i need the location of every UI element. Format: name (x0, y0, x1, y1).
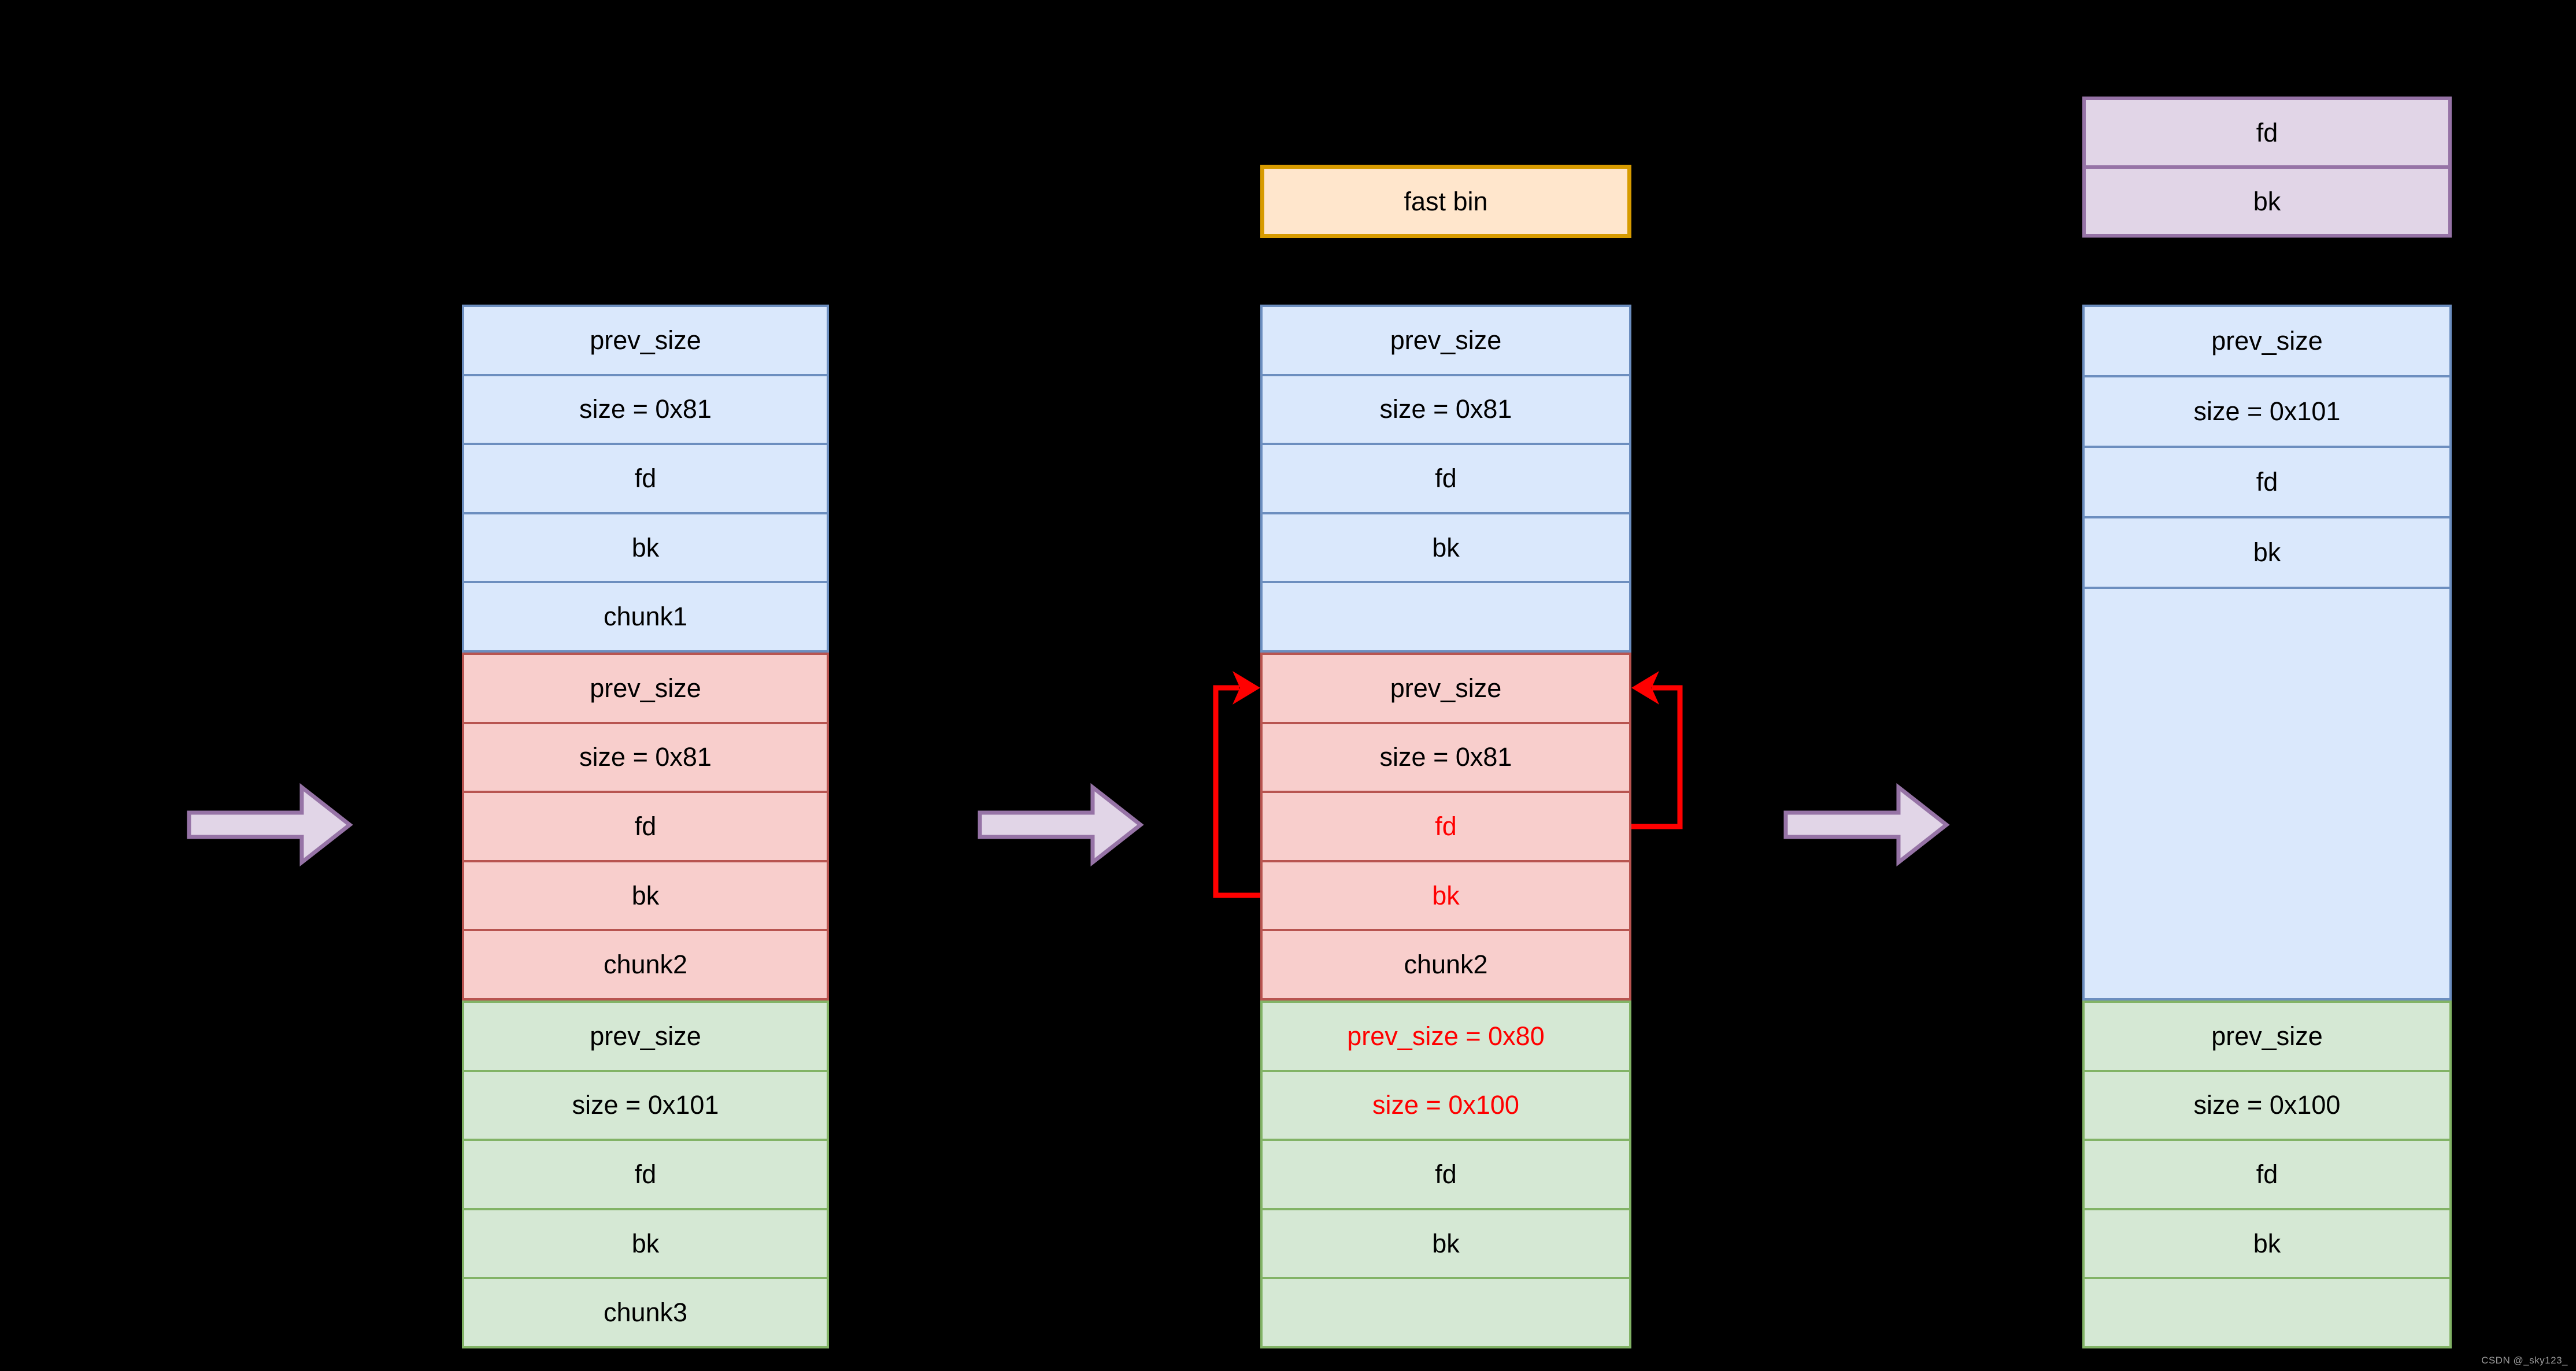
memory-cell: size = 0x81 (462, 721, 829, 794)
memory-cell: prev_size (1260, 653, 1631, 724)
memory-cell: bk (462, 512, 829, 584)
memory-cell: size = 0x81 (1260, 721, 1631, 794)
memory-cell (1260, 581, 1631, 653)
memory-cell (2082, 1277, 2452, 1348)
memory-cell (1260, 1277, 1631, 1348)
memory-cell-data-area (2082, 587, 2452, 1001)
memory-cell: chunk3 (462, 1277, 829, 1348)
fastbin-label: fast bin (1404, 186, 1488, 216)
bk-cell: bk (2082, 165, 2452, 238)
bk-pointer-arrow-icon (1213, 671, 1260, 898)
fd-pointer-arrow-icon (1631, 671, 1683, 829)
fd-cell: fd (2082, 97, 2452, 169)
chunk2-box-freed: prev_size size = 0x81 fd bk chunk2 (1260, 653, 1631, 1001)
heap-column-final: prev_size size = 0x101 fd bk prev_size s… (2082, 305, 2452, 1348)
memory-cell: size = 0x81 (1260, 373, 1631, 446)
memory-cell: chunk2 (1260, 929, 1631, 1001)
chunk1-box: prev_size size = 0x81 fd bk chunk1 (462, 305, 829, 653)
flow-arrow-icon (187, 783, 353, 867)
memory-cell: chunk1 (462, 581, 829, 653)
memory-cell: bk (1260, 512, 1631, 584)
memory-cell-fd-pointer: fd (1260, 791, 1631, 862)
merged-chunk-box: prev_size size = 0x101 fd bk (2082, 305, 2452, 1001)
memory-cell: size = 0x101 (2082, 375, 2452, 448)
memory-cell: chunk2 (462, 929, 829, 1001)
memory-cell: fd (462, 791, 829, 862)
chunk2-box: prev_size size = 0x81 fd bk chunk2 (462, 653, 829, 1001)
memory-cell: fd (462, 1139, 829, 1210)
memory-cell: prev_size (462, 653, 829, 724)
memory-cell: bk (1260, 1207, 1631, 1280)
memory-cell: prev_size (1260, 305, 1631, 376)
memory-cell: fd (2082, 1139, 2452, 1210)
memory-cell: bk (2082, 516, 2452, 589)
chunk3-box-forged: prev_size = 0x80 size = 0x100 fd bk (1260, 1001, 1631, 1348)
memory-cell: bk (2082, 1207, 2452, 1280)
memory-cell: size = 0x81 (462, 373, 829, 446)
memory-cell: size = 0x101 (462, 1069, 829, 1142)
memory-cell: fd (462, 443, 829, 514)
heap-column-initial: prev_size size = 0x81 fd bk chunk1 prev_… (462, 305, 829, 1348)
memory-cell: bk (462, 1207, 829, 1280)
memory-cell: fd (1260, 1139, 1631, 1210)
memory-cell: prev_size (462, 1001, 829, 1072)
memory-cell: prev_size (2082, 1001, 2452, 1072)
memory-cell-bk-pointer: bk (1260, 859, 1631, 932)
fastbin-box: fast bin (1260, 165, 1631, 238)
memory-cell: size = 0x100 (2082, 1069, 2452, 1142)
memory-cell: fd (1260, 443, 1631, 514)
next-chunk-box: prev_size size = 0x100 fd bk (2082, 1001, 2452, 1348)
memory-cell-forged-prev-size: prev_size = 0x80 (1260, 1001, 1631, 1072)
memory-cell-forged-size: size = 0x100 (1260, 1069, 1631, 1142)
freed-chunk-fd-bk-box: fd bk (2082, 97, 2452, 238)
memory-cell: prev_size (2082, 305, 2452, 377)
chunk3-box: prev_size size = 0x101 fd bk chunk3 (462, 1001, 829, 1348)
flow-arrow-icon (978, 783, 1144, 867)
heap-column-after-free: prev_size size = 0x81 fd bk prev_size si… (1260, 305, 1631, 1348)
memory-cell: bk (462, 859, 829, 932)
chunk1-box: prev_size size = 0x81 fd bk (1260, 305, 1631, 653)
flow-arrow-icon (1783, 783, 1950, 867)
memory-cell: fd (2082, 446, 2452, 518)
watermark: CSDN @_sky123_ (2481, 1355, 2568, 1366)
memory-cell: prev_size (462, 305, 829, 376)
